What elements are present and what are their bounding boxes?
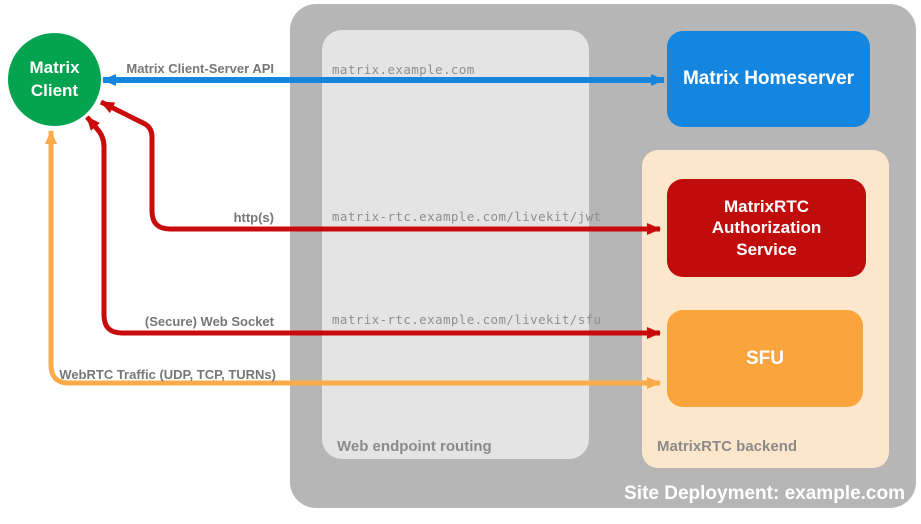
matrixrtc-authorization-service-node: MatrixRTC Authorization Service xyxy=(667,179,866,277)
web-endpoint-routing-container xyxy=(322,30,589,459)
client-server-api-arrow-label: Matrix Client-Server API xyxy=(126,61,274,76)
endpoint-url-homeserver: matrix.example.com xyxy=(332,62,475,77)
site-deployment-label: Site Deployment: example.com xyxy=(624,483,905,504)
webrtc-traffic-arrow-label: WebRTC Traffic (UDP, TCP, TURNs) xyxy=(59,367,276,382)
sfu-node: SFU xyxy=(667,310,863,407)
matrix-client-node: Matrix Client xyxy=(8,33,101,126)
https-arrow-label: http(s) xyxy=(233,210,274,225)
endpoint-url-livekit-sfu: matrix-rtc.example.com/livekit/sfu xyxy=(332,312,602,327)
matrixrtc-backend-label: MatrixRTC backend xyxy=(657,438,798,455)
endpoint-url-livekit-jwt: matrix-rtc.example.com/livekit/jwt xyxy=(332,209,602,224)
websocket-arrow-label: (Secure) Web Socket xyxy=(144,314,274,329)
matrix-homeserver-node: Matrix Homeserver xyxy=(667,31,870,127)
web-endpoint-routing-label: Web endpoint routing xyxy=(337,438,492,455)
